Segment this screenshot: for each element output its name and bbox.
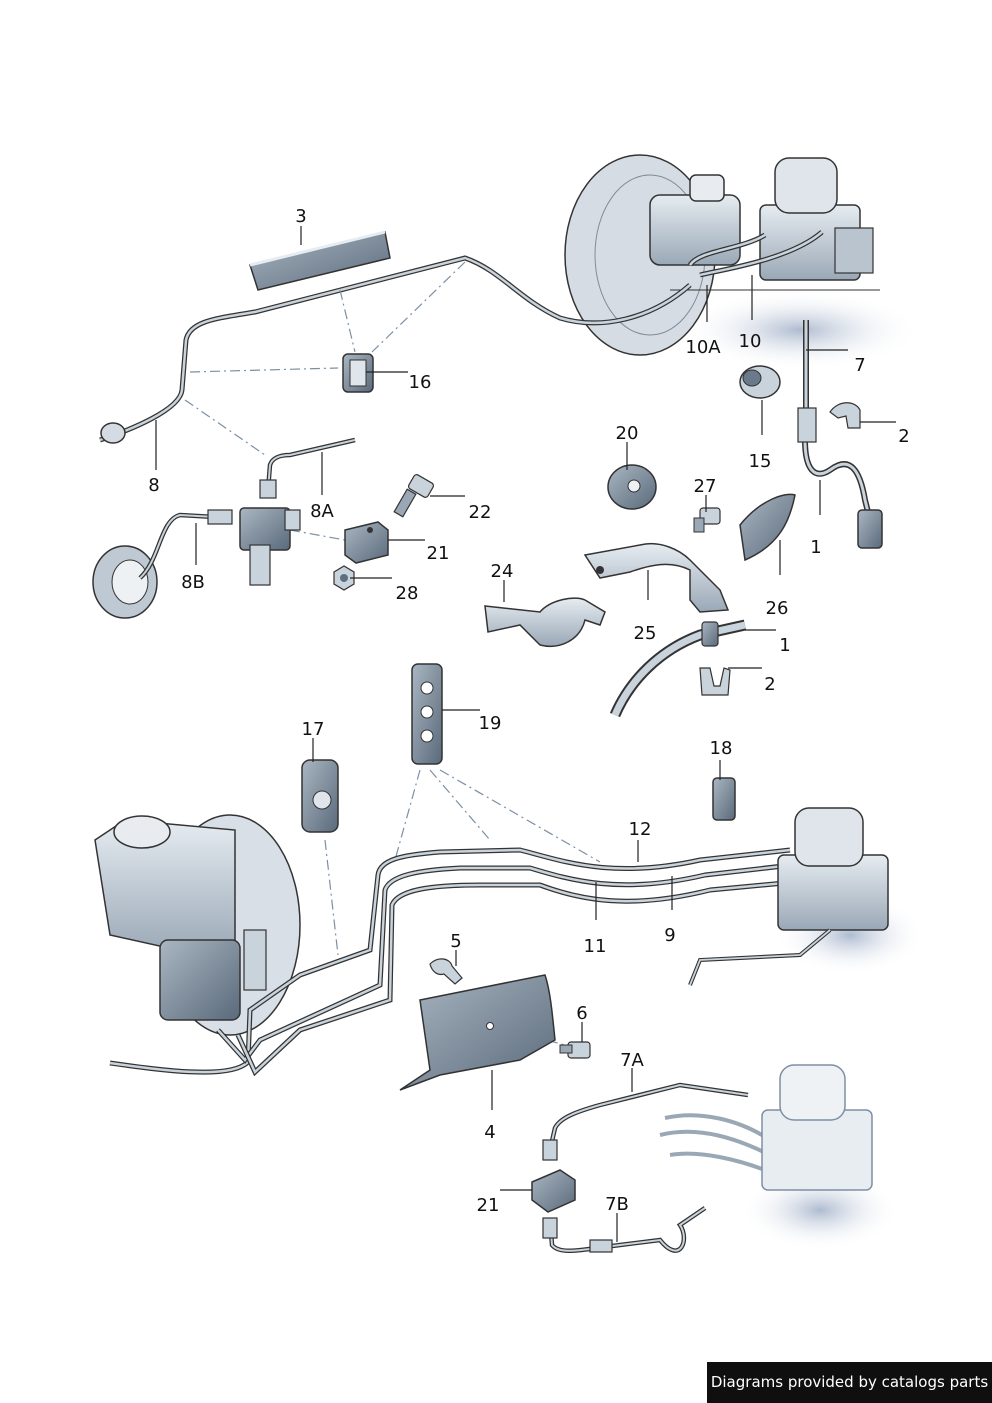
- master-cylinder-bottom: [94, 814, 301, 1036]
- callout-6: 6: [576, 1003, 587, 1024]
- reservoir-cap-bottom: [113, 815, 171, 849]
- heat-shield-4: [399, 974, 556, 1091]
- callout-27: 27: [694, 476, 717, 497]
- callout-17: 17: [302, 719, 325, 740]
- brake-hose-1-top: [797, 320, 883, 549]
- grommet-15: [739, 365, 781, 399]
- callout-labels: 3 16 8 8A 8B 22 21 28 10A 10 7 15 2 1 20…: [148, 206, 909, 1216]
- reservoir-cap: [689, 174, 725, 202]
- callout-12: 12: [629, 819, 652, 840]
- bolt-27: [693, 507, 721, 533]
- callout-9: 9: [664, 925, 675, 946]
- callout-16: 16: [409, 372, 432, 393]
- callout-7b: 7B: [605, 1194, 629, 1215]
- callout-18: 18: [710, 738, 733, 759]
- callout-3: 3: [295, 206, 306, 227]
- distribution-valve: [239, 507, 301, 586]
- protective-sleeve-3: [249, 230, 391, 291]
- rubber-mount-20: [607, 464, 657, 510]
- clip-16: [342, 353, 374, 393]
- bracket-25: [583, 543, 730, 613]
- dashdot-leaders-top: [184, 261, 466, 541]
- callout-21-bottom: 21: [477, 1195, 500, 1216]
- callout-26: 26: [766, 598, 789, 619]
- clip-5: [429, 958, 463, 985]
- callout-8: 8: [148, 475, 159, 496]
- clip-18: [712, 777, 736, 821]
- callout-2-mid: 2: [764, 674, 775, 695]
- callout-10a: 10A: [685, 337, 721, 358]
- screw-22: [393, 474, 435, 518]
- callout-21: 21: [427, 543, 450, 564]
- callout-20: 20: [616, 423, 639, 444]
- screw-6: [559, 1041, 591, 1059]
- callout-25: 25: [634, 623, 657, 644]
- brake-line-7a: [542, 1082, 749, 1161]
- callout-19: 19: [479, 713, 502, 734]
- callout-1-mid: 1: [779, 635, 790, 656]
- master-cylinder: [649, 194, 741, 266]
- callout-7: 7: [854, 355, 865, 376]
- brake-line-8b: [92, 509, 233, 619]
- callout-15: 15: [749, 451, 772, 472]
- callout-7a: 7A: [620, 1050, 644, 1071]
- callout-8a: 8A: [310, 501, 334, 522]
- callout-8b: 8B: [181, 572, 205, 593]
- brake-line-7b: [542, 1206, 707, 1254]
- holder-17: [301, 759, 339, 833]
- clip-2-top: [829, 402, 861, 429]
- clip-2-mid: [699, 667, 731, 696]
- callout-28: 28: [396, 583, 419, 604]
- junction-block-21: [344, 521, 389, 564]
- brake-booster-assembly-top: [564, 154, 920, 370]
- callout-10: 10: [739, 331, 762, 352]
- callout-5: 5: [450, 931, 461, 952]
- callout-24: 24: [491, 561, 514, 582]
- brake-line-8: [99, 255, 692, 444]
- abs-unit-bottom: [659, 1064, 900, 1250]
- abs-motor-top: [774, 157, 838, 214]
- callout-22: 22: [469, 502, 492, 523]
- callout-1-top: 1: [810, 537, 821, 558]
- grommet-8: [100, 422, 126, 444]
- callout-4: 4: [484, 1122, 495, 1143]
- callout-11: 11: [584, 936, 607, 957]
- pipe-clip-19: [411, 663, 443, 765]
- bracket-24: [484, 597, 606, 647]
- callout-2-top: 2: [898, 426, 909, 447]
- nut-28: [333, 565, 355, 591]
- brake-line-8a: [259, 437, 356, 499]
- abs-unit-middle: [688, 807, 925, 986]
- cover-26: [739, 493, 796, 562]
- brake-hose-1-mid: [609, 619, 747, 718]
- brake-lines-9-11-12: [109, 847, 796, 1077]
- leader-lines: [155, 226, 896, 1242]
- junction-block-21-bottom: [531, 1169, 576, 1213]
- caption-banner: Diagrams provided by catalogs parts: [707, 1362, 992, 1403]
